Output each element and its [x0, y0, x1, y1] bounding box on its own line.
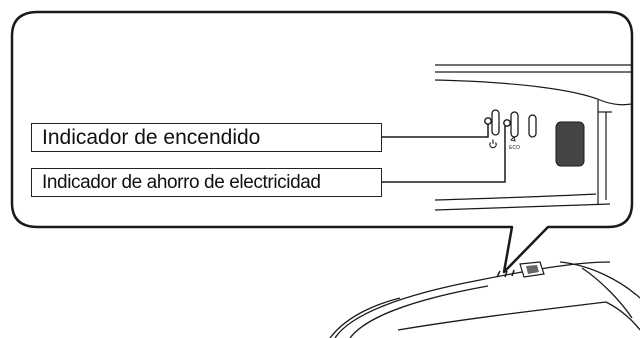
- eco-indicator-label: Indicador de ahorro de electricidad: [31, 168, 382, 197]
- eco-indicator-lamp: [510, 111, 519, 138]
- eco-indicator-marker: [503, 119, 511, 127]
- eco-icon-text: ECO: [509, 145, 520, 151]
- sensor-window: [555, 121, 585, 167]
- indicator-lamps: [491, 109, 537, 138]
- power-icon: [489, 139, 497, 149]
- enlarged-panel: [434, 64, 633, 211]
- eco-leader-line: [382, 126, 506, 183]
- third-indicator-lamp: [528, 114, 537, 138]
- power-indicator-marker: [484, 117, 492, 125]
- eco-icon: ECO: [509, 136, 520, 151]
- power-indicator-label: Indicador de encendido: [31, 123, 382, 152]
- power-indicator-lamp: [491, 109, 500, 136]
- device-body: [329, 261, 640, 338]
- power-leader-line: [382, 124, 489, 138]
- device-status-panel: [496, 261, 545, 278]
